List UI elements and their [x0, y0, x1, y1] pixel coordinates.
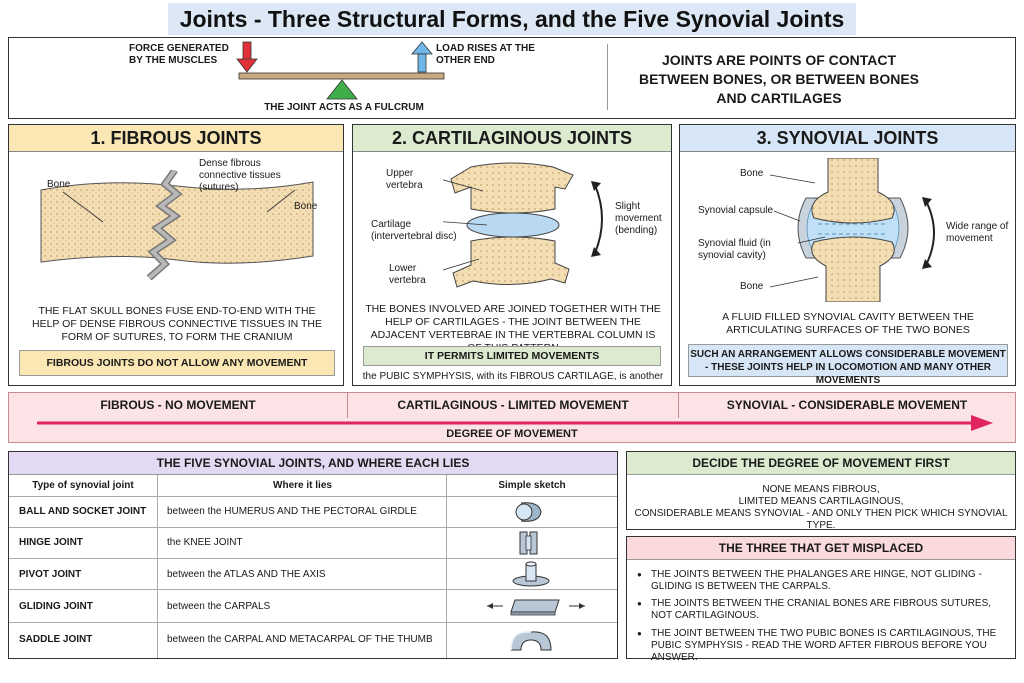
misplaced-item: THE JOINTS BETWEEN THE CRANIAL BONES ARE… — [637, 598, 1007, 622]
synovial-title: 3. SYNOVIAL JOINTS — [680, 125, 1015, 152]
gliding-icon — [487, 599, 585, 616]
degree-axis-label: DEGREE OF MOVEMENT — [446, 428, 578, 440]
synovial-panel: 3. SYNOVIAL JOINTS Bone Synovial capsule… — [679, 124, 1016, 386]
fibrous-panel: 1. FIBROUS JOINTS Bone Bone Dense fibrou… — [8, 124, 344, 386]
table-title: THE FIVE SYNOVIAL JOINTS, AND WHERE EACH… — [9, 452, 617, 475]
table-row-type: HINGE JOINT — [19, 537, 83, 548]
misplaced-title: THE THREE THAT GET MISPLACED — [627, 537, 1015, 560]
table-header-sketch: Simple sketch — [498, 480, 566, 491]
fluid-label: Synovial fluid (in synovial cavity) — [698, 238, 771, 261]
cartilaginous-panel: 2. CARTILAGINOUS JOINTS Upper vertebra C… — [352, 124, 672, 386]
decide-text: NONE MEANS FIBROUS, LIMITED MEANS CARTIL… — [627, 484, 1015, 532]
slight-movement-label: Slight movement (bending) — [615, 201, 662, 236]
hinge-icon — [519, 531, 538, 555]
decide-line: CONSIDERABLE MEANS SYNOVIAL - AND ONLY T… — [634, 508, 1008, 531]
slight-movement-arrow-icon — [591, 181, 603, 257]
misplaced-item: THE JOINT BETWEEN THE TWO PUBIC BONES IS… — [637, 628, 1007, 664]
degree-synovial: SYNOVIAL - CONSIDERABLE MOVEMENT — [726, 398, 968, 412]
load-label: LOAD RISES AT THE OTHER END — [436, 43, 535, 66]
degree-cartilaginous: CARTILAGINOUS - LIMITED MOVEMENT — [397, 398, 629, 412]
sutures-label: Dense fibrous connective tissues (suture… — [199, 158, 281, 193]
cartilaginous-description: THE BONES INVOLVED ARE JOINED TOGETHER W… — [365, 303, 661, 354]
synovial-highlight: SUCH AN ARRANGEMENT ALLOWS CONSIDERABLE … — [688, 344, 1008, 386]
synovial-types-table: THE FIVE SYNOVIAL JOINTS, AND WHERE EACH… — [8, 451, 618, 659]
table-row-where: between the HUMERUS AND THE PECTORAL GIR… — [167, 506, 417, 517]
fibrous-highlight: FIBROUS JOINTS DO NOT ALLOW ANY MOVEMENT — [19, 350, 335, 376]
misplaced-item: THE JOINTS BETWEEN THE PHALANGES ARE HIN… — [637, 569, 1007, 593]
force-arrow-icon — [236, 41, 258, 73]
pubic-symphysis-note: the PUBIC SYMPHYSIS, with its FIBROUS CA… — [362, 371, 664, 382]
bone-bottom-label: Bone — [740, 281, 764, 292]
synovial-leader-lines — [769, 174, 826, 288]
vertebrae-illustration — [443, 162, 574, 288]
cartilaginous-title: 2. CARTILAGINOUS JOINTS — [353, 125, 671, 152]
degree-of-movement-band: FIBROUS - NO MOVEMENT CARTILAGINOUS - LI… — [8, 392, 1016, 443]
lever-diagram — [236, 41, 445, 100]
synovial-description: A FLUID FILLED SYNOVIAL CAVITY BETWEEN T… — [722, 311, 974, 336]
wide-movement-label: Wide range of movement — [946, 221, 1009, 244]
page-title: Joints - Three Structural Forms, and the… — [168, 3, 856, 35]
table-row-where: between the CARPAL AND METACARPAL OF THE… — [167, 634, 433, 645]
wide-movement-arrow-icon — [922, 197, 935, 269]
degree-fibrous: FIBROUS - NO MOVEMENT — [100, 398, 256, 412]
fibrous-title: 1. FIBROUS JOINTS — [9, 125, 343, 152]
fulcrum-label: THE JOINT ACTS AS A FULCRUM — [264, 102, 424, 113]
load-arrow-icon — [411, 41, 433, 73]
table-row-type: GLIDING JOINT — [19, 601, 93, 612]
skull-suture-illustration — [40, 170, 314, 280]
bone-right-label: Bone — [294, 201, 318, 212]
decide-line: LIMITED MEANS CARTILAGINOUS, — [738, 496, 904, 507]
upper-vertebra-label: Upper vertebra — [386, 168, 423, 191]
ball-socket-icon — [515, 502, 542, 522]
synovial-joint-illustration — [797, 158, 909, 302]
pivot-icon — [512, 561, 550, 587]
table-header-where: Where it lies — [273, 480, 332, 491]
force-label: FORCE GENERATED BY THE MUSCLES — [129, 43, 229, 66]
table-row-where: the KNEE JOINT — [167, 537, 243, 548]
fibrous-description: THE FLAT SKULL BONES FUSE END-TO-END WIT… — [32, 305, 322, 343]
cartilage-label: Cartilage (intervertebral disc) — [371, 219, 457, 242]
divider — [607, 44, 608, 110]
table-row-type: PIVOT JOINT — [19, 569, 82, 580]
table-row-type: SADDLE JOINT — [19, 634, 93, 645]
capsule-label: Synovial capsule — [698, 205, 774, 216]
table-header-type: Type of synovial joint — [32, 480, 134, 491]
lever-beam — [238, 72, 445, 80]
bone-left-label: Bone — [47, 179, 71, 190]
joint-definition: JOINTS ARE POINTS OF CONTACT BETWEEN BON… — [638, 52, 920, 106]
table-row-where: between the ATLAS AND THE AXIS — [167, 569, 326, 580]
decide-line: NONE MEANS FIBROUS, — [762, 484, 880, 495]
saddle-icon — [510, 631, 552, 651]
cartilaginous-highlight: IT PERMITS LIMITED MOVEMENTS — [363, 346, 661, 366]
fulcrum-icon — [326, 79, 358, 100]
table-row-type: BALL AND SOCKET JOINT — [19, 506, 147, 517]
misplaced-box: THE THREE THAT GET MISPLACED THE JOINTS … — [626, 536, 1016, 663]
degree-arrow-icon — [37, 415, 993, 431]
decide-box: DECIDE THE DEGREE OF MOVEMENT FIRST NONE… — [626, 451, 1016, 532]
table-row-where: between the CARPALS — [167, 601, 271, 612]
lower-vertebra-label: Lower vertebra — [389, 263, 426, 286]
lever-definition-box: FORCE GENERATED BY THE MUSCLES LOAD RISE… — [8, 37, 1016, 119]
decide-title: DECIDE THE DEGREE OF MOVEMENT FIRST — [627, 452, 1015, 475]
bone-top-label: Bone — [740, 168, 764, 179]
